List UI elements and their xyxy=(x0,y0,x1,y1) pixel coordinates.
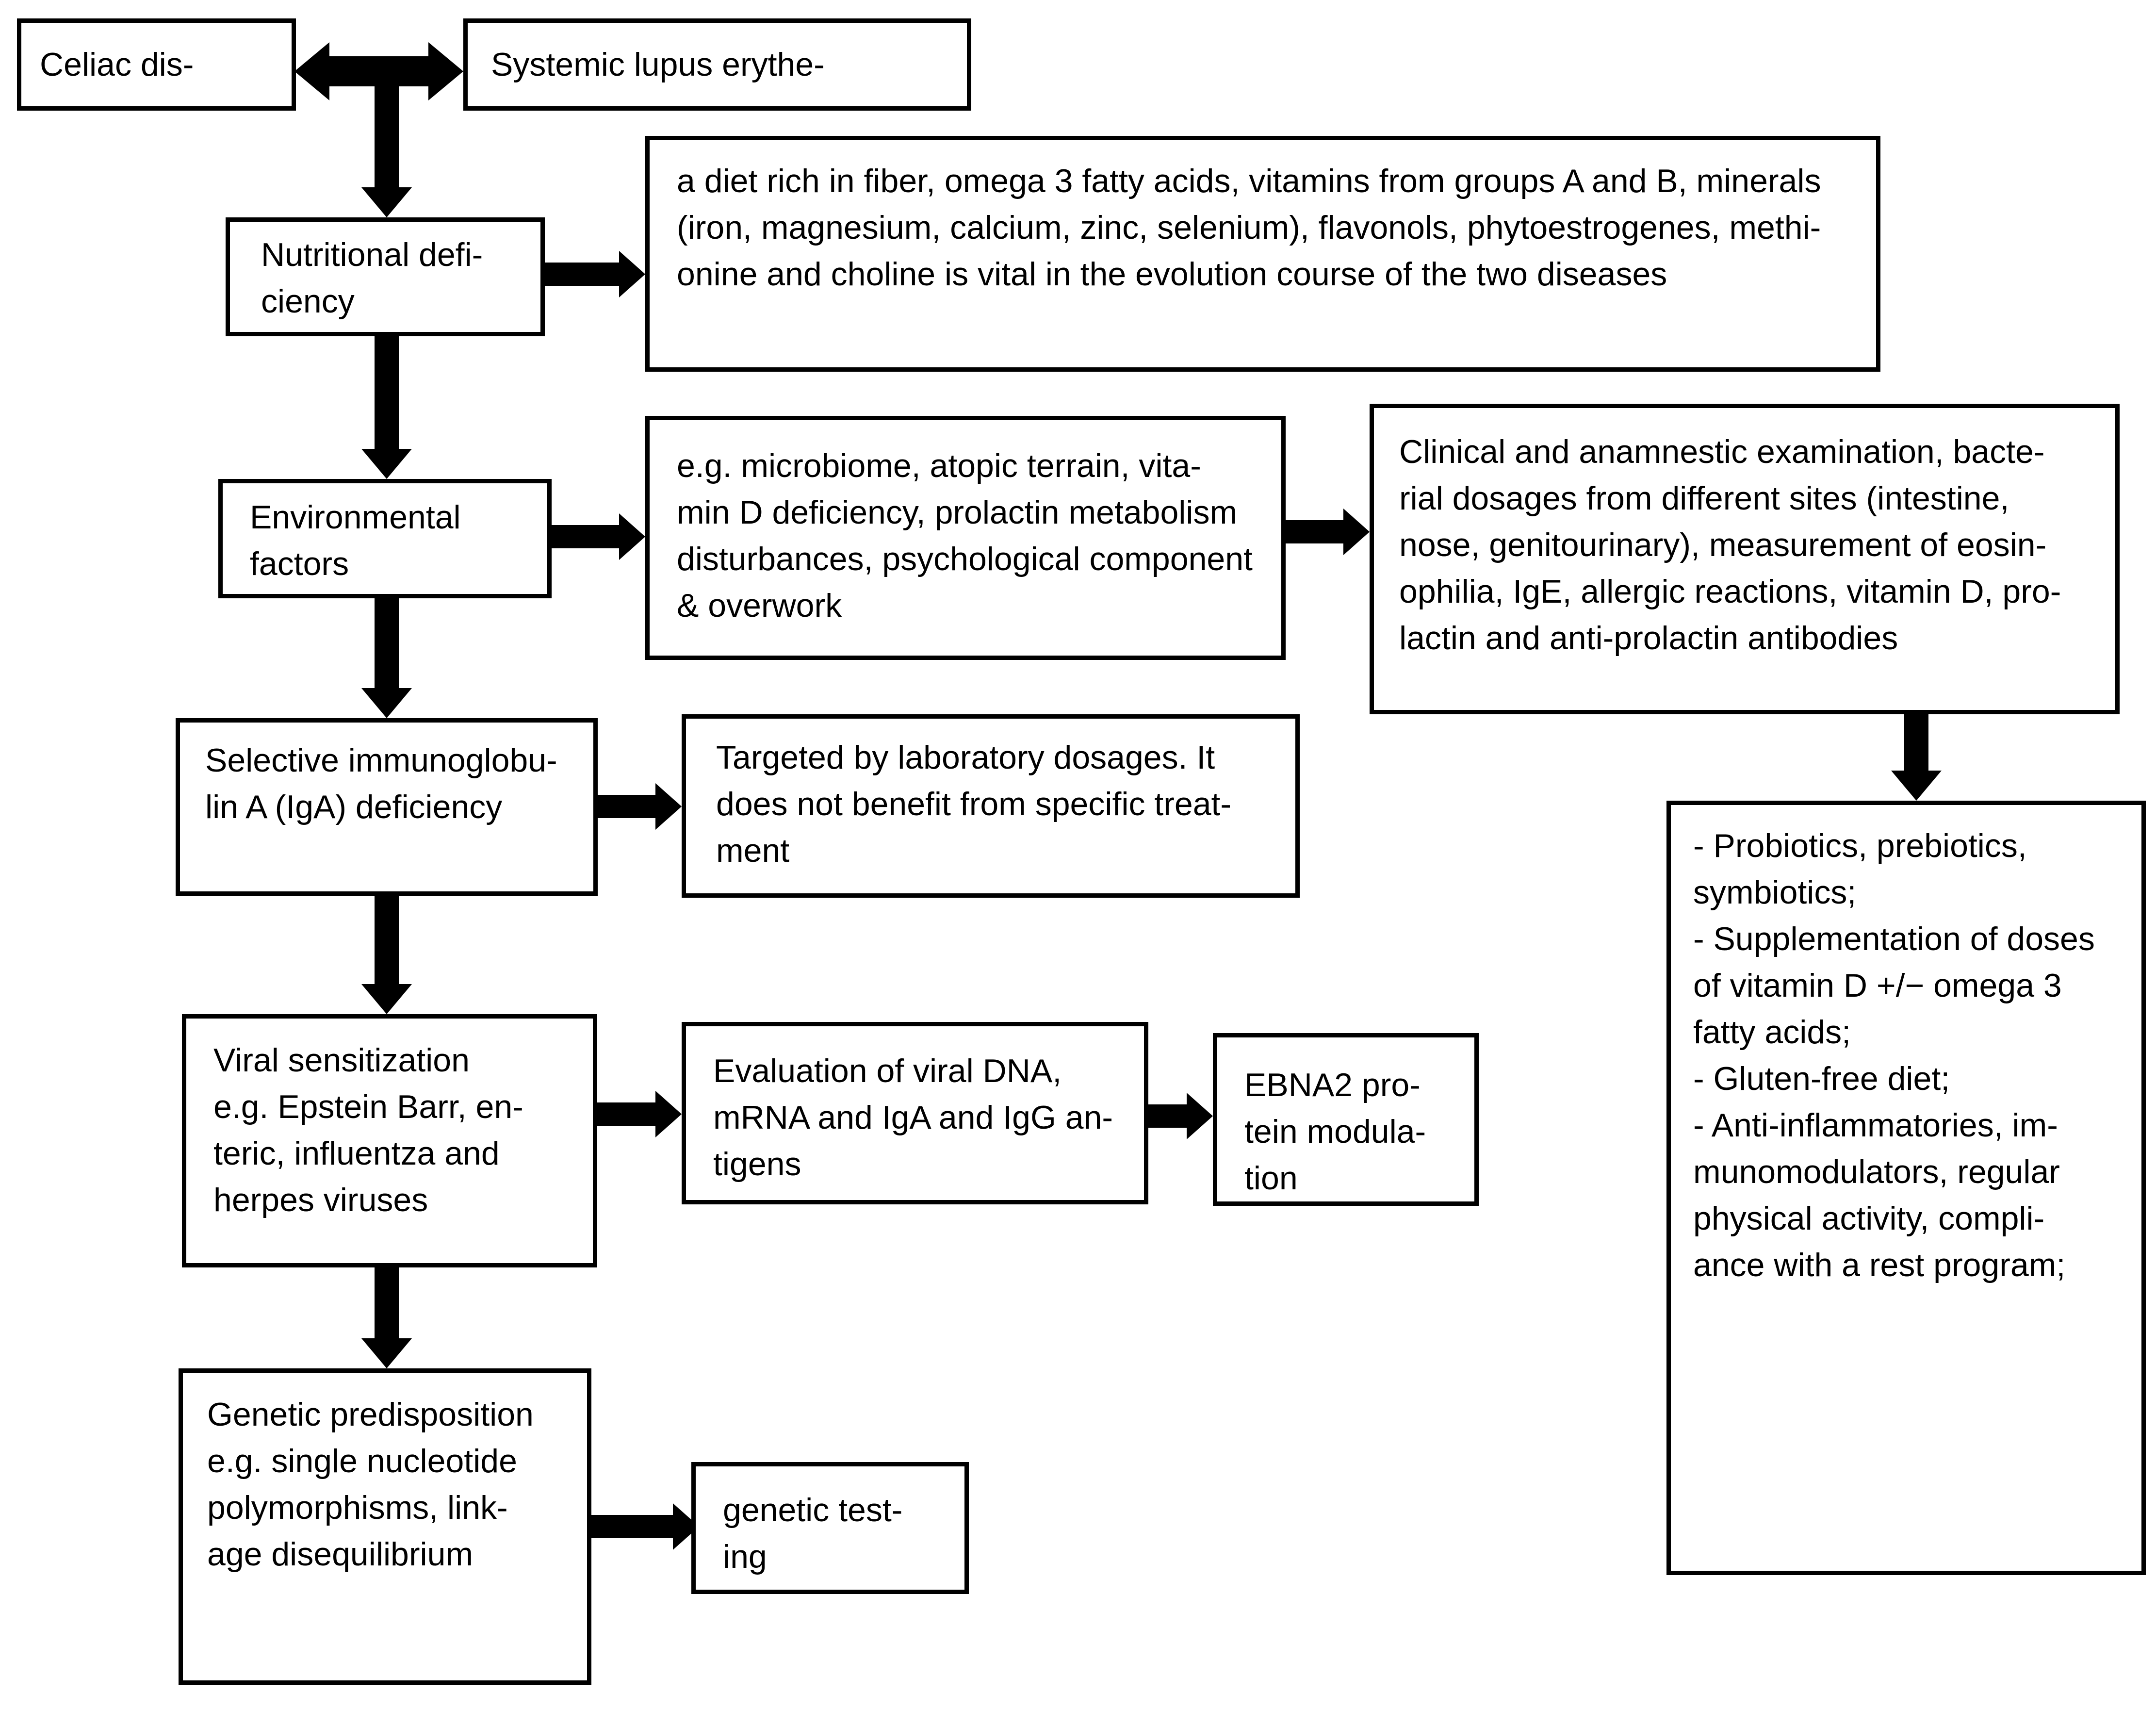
arrow-celiac-sle-bidirectional xyxy=(294,40,463,102)
arrow-head xyxy=(361,187,412,217)
box-selective-iga-deficiency: Selective immunoglobu- lin A (IgA) defic… xyxy=(176,718,598,896)
arrow-shaft xyxy=(375,335,399,451)
box-genetic-testing: genetic test- ing xyxy=(691,1462,969,1594)
box-targeted-laboratory: Targeted by laboratory dosages. It does … xyxy=(682,714,1300,898)
box-nutritional-deficiency: Nutritional defi- ciency xyxy=(226,217,545,336)
box-diet-advice: a diet rich in fiber, omega 3 fatty acid… xyxy=(645,136,1880,372)
arrow-head xyxy=(361,1338,412,1368)
arrow-head xyxy=(1891,771,1942,801)
arrow-head xyxy=(1187,1093,1213,1139)
arrow-shaft xyxy=(543,263,621,286)
arrow-environmental-to-selective xyxy=(359,597,414,718)
box-microbiome-examples: e.g. microbiome, atopic terrain, vita- m… xyxy=(645,416,1286,660)
arrow-head xyxy=(619,513,645,560)
box-celiac-disease: Celiac dis- xyxy=(17,18,296,111)
arrow-nutritional-to-diet xyxy=(543,245,645,303)
arrow-nutritional-to-environmental xyxy=(359,335,414,479)
box-systemic-lupus: Systemic lupus erythe- xyxy=(463,18,971,111)
arrow-environmental-to-microbiome xyxy=(550,508,645,566)
arrow-shaft xyxy=(1904,713,1928,773)
box-genetic-predisposition: Genetic predisposition e.g. single nucle… xyxy=(179,1368,591,1685)
arrow-shaft xyxy=(590,1515,675,1538)
box-viral-sensitization: Viral sensitization e.g. Epstein Barr, e… xyxy=(182,1014,597,1267)
arrow-viral-to-evaluation xyxy=(596,1085,682,1143)
arrow-head xyxy=(619,251,645,297)
arrow-evaluation-to-ebna2 xyxy=(1148,1087,1213,1145)
box-clinical-examination: Clinical and anamnestic examination, bac… xyxy=(1370,404,2120,714)
arrow-to-nutritional xyxy=(359,73,414,217)
arrow-shaft xyxy=(597,795,657,818)
arrow-shaft xyxy=(375,1266,399,1340)
arrow-microbiome-to-clinical xyxy=(1285,503,1370,561)
box-viral-dna-evaluation: Evaluation of viral DNA, mRNA and IgA an… xyxy=(682,1022,1148,1204)
arrow-selective-to-targeted xyxy=(597,777,682,836)
arrow-selective-to-viral xyxy=(359,895,414,1014)
box-environmental-factors: Environmental factors xyxy=(218,479,552,598)
arrow-shaft xyxy=(550,525,621,548)
arrow-head xyxy=(655,783,682,830)
arrow-genetic-to-testing xyxy=(590,1497,699,1556)
arrow-head xyxy=(361,449,412,479)
arrow-head xyxy=(655,1091,682,1137)
arrow-shaft xyxy=(375,597,399,690)
arrow-head-right xyxy=(428,42,463,100)
arrow-shaft xyxy=(1285,520,1345,543)
arrow-shaft xyxy=(1148,1104,1189,1128)
arrow-head xyxy=(361,688,412,718)
arrow-shaft xyxy=(375,73,399,189)
arrow-viral-to-genetic xyxy=(359,1266,414,1368)
arrow-shaft xyxy=(375,895,399,986)
arrow-clinical-to-treatment xyxy=(1889,713,1944,801)
box-treatment-list: - Probiotics, prebiotics, symbiotics; - … xyxy=(1666,801,2146,1575)
arrow-shaft xyxy=(596,1102,657,1126)
arrow-head xyxy=(361,984,412,1014)
arrow-head xyxy=(1343,509,1370,555)
box-ebna2-modulation: EBNA2 pro- tein modula- tion xyxy=(1213,1033,1479,1206)
arrow-head-left xyxy=(294,42,329,100)
